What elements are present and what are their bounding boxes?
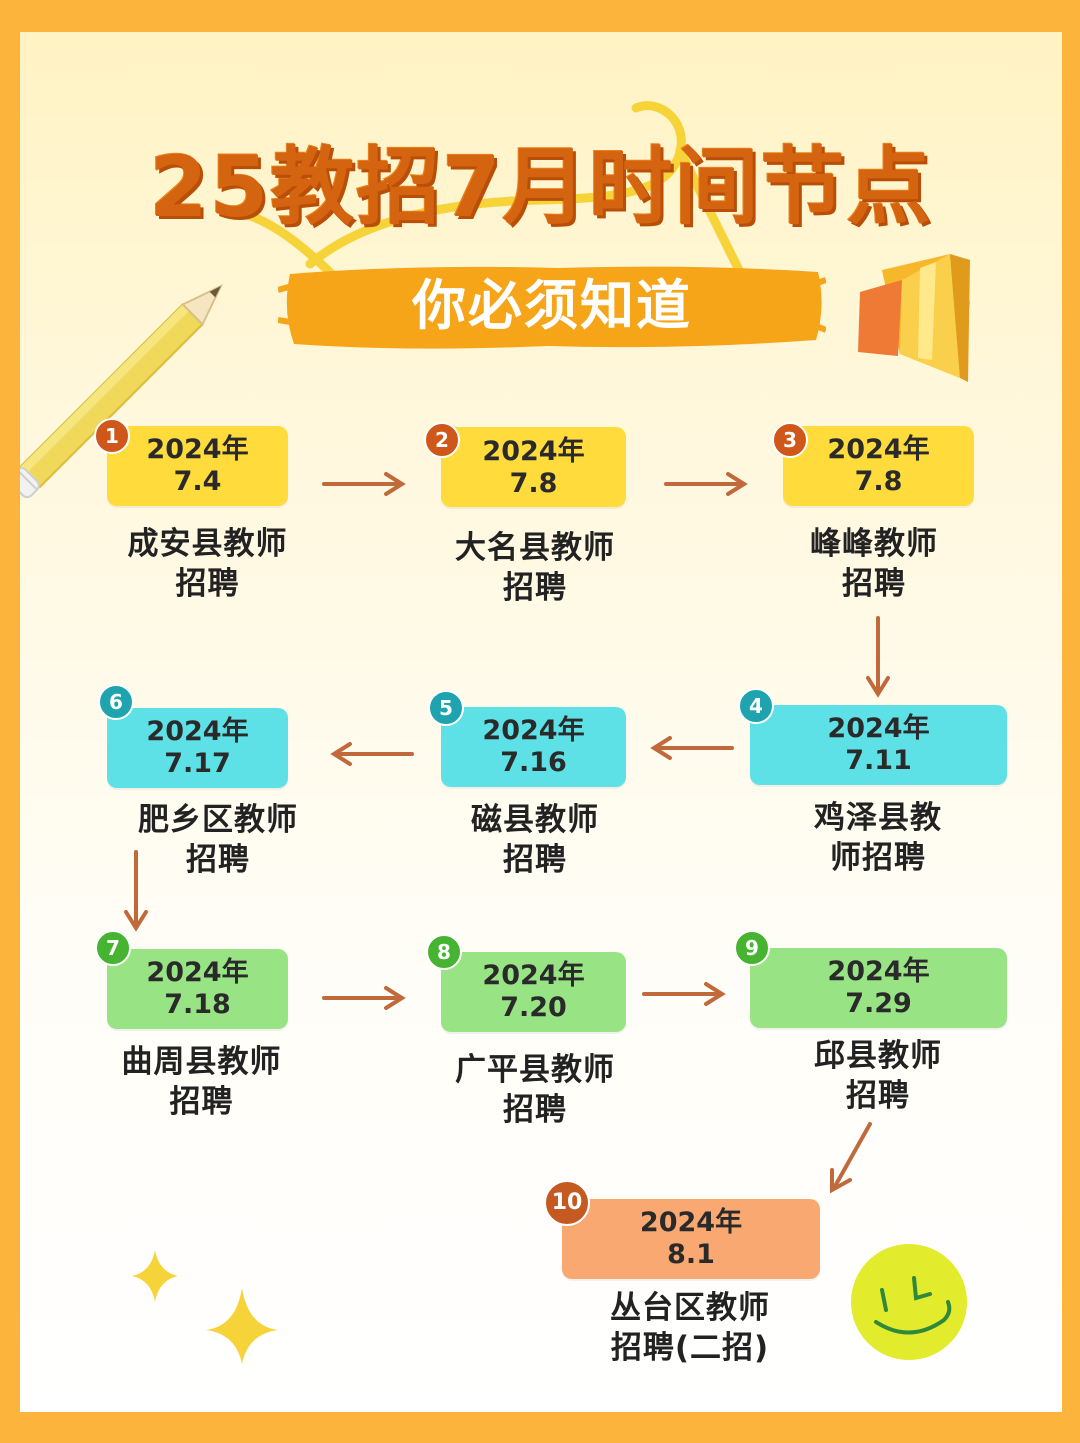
node-label-line-2: 招聘 (842, 566, 906, 602)
date-year: 2024年 (146, 957, 249, 988)
date-box: 2024年 7.8 (441, 427, 626, 507)
arrow-icon (664, 472, 748, 496)
arrow-icon (866, 616, 890, 698)
date-year: 2024年 (146, 716, 249, 747)
step-number-badge: 9 (734, 930, 770, 966)
step-number-badge: 3 (772, 422, 808, 458)
date-day: 7.29 (845, 988, 912, 1019)
node-label: 丛台区教师 招聘(二招) (580, 1288, 800, 1368)
date-box: 2024年 8.1 (562, 1199, 820, 1279)
node-label-line-2: 招聘 (503, 842, 567, 878)
page-title: 25教招7月时间节点 (149, 138, 933, 236)
sparkle-icon (132, 1250, 278, 1364)
arrow-icon (830, 1122, 872, 1194)
date-box: 2024年 7.20 (441, 952, 626, 1032)
node-label-line-1: 广平县教师 (455, 1052, 615, 1088)
node-label: 磁县教师 招聘 (425, 800, 645, 880)
date-box: 2024年 7.4 (107, 426, 288, 506)
node-label-line-1: 大名县教师 (455, 530, 615, 566)
date-year: 2024年 (827, 956, 930, 987)
date-box: 2024年 7.11 (750, 705, 1007, 785)
node-label-line-1: 邱县教师 (814, 1038, 942, 1074)
step-number-badge: 1 (94, 418, 130, 454)
node-label-line-2: 招聘 (186, 842, 250, 878)
step-number-badge: 4 (738, 688, 774, 724)
node-label-line-1: 磁县教师 (471, 802, 599, 838)
node-label: 峰峰教师 招聘 (768, 524, 980, 604)
step-number-badge: 10 (544, 1180, 590, 1226)
step-number-badge: 2 (424, 422, 460, 458)
arrow-icon (322, 472, 406, 496)
subtitle-brush (278, 266, 826, 349)
node-label: 鸡泽县教 师招聘 (768, 798, 988, 878)
node-label: 成安县教师 招聘 (100, 524, 315, 604)
node-label-line-2: 招聘 (169, 1084, 234, 1120)
date-year: 2024年 (827, 713, 930, 744)
decorations (20, 101, 970, 1364)
date-box: 2024年 7.29 (750, 948, 1007, 1028)
pencil-icon (20, 283, 224, 499)
arrow-icon (322, 986, 406, 1010)
date-box: 2024年 7.17 (107, 708, 288, 788)
date-box: 2024年 7.18 (107, 949, 288, 1029)
date-year: 2024年 (482, 715, 585, 746)
poster-card: 25教招7月时间节点 你必须知道 2024年 7.4 1 成安县教师 招聘 20… (20, 32, 1062, 1412)
date-year: 2024年 (639, 1207, 743, 1238)
date-year: 2024年 (146, 434, 249, 465)
date-day: 7.18 (164, 989, 231, 1020)
arrow-icon (650, 736, 734, 760)
date-day: 8.1 (667, 1239, 715, 1270)
node-label-line-2: 招聘 (503, 570, 567, 606)
date-day: 7.8 (854, 466, 903, 497)
date-day: 7.20 (500, 992, 567, 1023)
flow-arrows (124, 472, 890, 1194)
date-year: 2024年 (482, 436, 585, 467)
node-label-line-2: 师招聘 (830, 840, 926, 876)
node-label: 广平县教师 招聘 (425, 1050, 645, 1130)
arrow-icon (642, 982, 726, 1006)
date-day: 7.17 (164, 748, 231, 779)
node-label: 肥乡区教师 招聘 (108, 800, 328, 880)
date-day: 7.8 (509, 468, 558, 499)
date-day: 7.16 (500, 747, 567, 778)
node-label-line-1: 丛台区教师 (610, 1290, 770, 1326)
smiley-icon (851, 1244, 967, 1360)
date-day: 7.11 (845, 745, 912, 776)
date-year: 2024年 (827, 434, 930, 465)
node-label-line-1: 成安县教师 (127, 526, 288, 562)
node-label: 邱县教师 招聘 (768, 1036, 988, 1116)
node-label-line-1: 曲周县教师 (121, 1044, 282, 1080)
step-number-badge: 7 (95, 930, 131, 966)
arrow-icon (330, 742, 414, 766)
date-box: 2024年 7.16 (441, 707, 626, 787)
node-label-line-1: 肥乡区教师 (138, 802, 298, 838)
date-year: 2024年 (482, 960, 585, 991)
node-label-line-2: 招聘 (175, 566, 240, 602)
step-number-badge: 8 (426, 934, 462, 970)
node-label-line-1: 峰峰教师 (810, 526, 938, 562)
arrow-icon (124, 850, 148, 932)
node-label: 曲周县教师 招聘 (94, 1042, 309, 1122)
node-label-line-2: 招聘(二招) (610, 1330, 770, 1366)
node-label-line-2: 招聘 (503, 1092, 567, 1128)
node-label-line-2: 招聘 (846, 1078, 910, 1114)
node-label-line-1: 鸡泽县教 (814, 800, 942, 836)
node-label: 大名县教师 招聘 (425, 528, 645, 608)
book-icon (858, 254, 970, 382)
step-number-badge: 6 (98, 684, 134, 720)
step-number-badge: 5 (428, 690, 464, 726)
date-day: 7.4 (173, 466, 222, 497)
date-box: 2024年 7.8 (783, 426, 974, 506)
subtitle: 你必须知道 (412, 274, 692, 337)
